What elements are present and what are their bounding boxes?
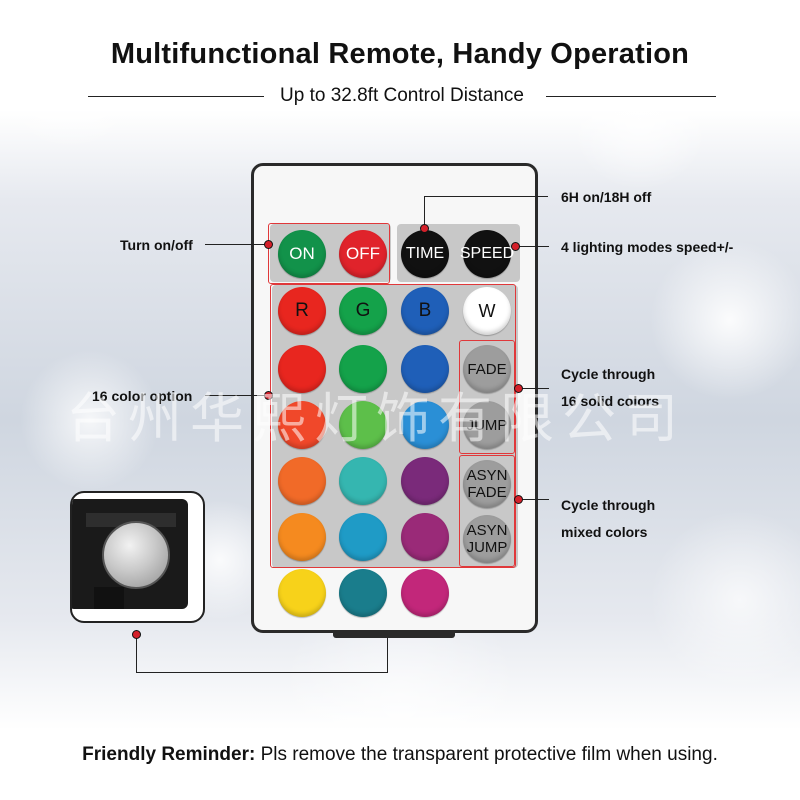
color-outline (270, 284, 516, 568)
asyn-fade-line2: FADE (467, 484, 507, 501)
asyn-jump-line2: JUMP (466, 539, 508, 556)
color-button[interactable] (339, 513, 387, 561)
solid-callout-line2: 16 solid colors (561, 393, 660, 409)
speed-callout: 4 lighting modes speed+/- (561, 239, 734, 255)
timer-callout: 6H on/18H off (561, 189, 652, 205)
page-title: Multifunctional Remote, Handy Operation (110, 38, 690, 70)
remote-battery-tab (333, 630, 455, 638)
asyn-fade-button[interactable]: ASYN FADE (463, 460, 511, 508)
speed-button[interactable]: SPEED (460, 230, 514, 278)
solid-outline (459, 340, 515, 454)
battery-tray-handle (94, 587, 124, 609)
color-button[interactable] (401, 345, 449, 393)
colors-leader (205, 395, 268, 396)
solid-leader (519, 388, 549, 389)
off-button[interactable]: OFF (339, 230, 387, 278)
blue-button[interactable]: B (401, 287, 449, 335)
jump-button[interactable]: JUMP (463, 401, 511, 449)
battery-slot (86, 513, 176, 527)
colors-callout: 16 color option (92, 388, 193, 404)
asyn-fade-line1: ASYN (466, 467, 508, 484)
battery-leader-right (387, 638, 388, 673)
mixed-leader (519, 499, 549, 500)
power-outline (268, 223, 390, 284)
speed-leader (515, 246, 549, 247)
color-button[interactable] (401, 457, 449, 505)
color-button[interactable] (401, 569, 449, 617)
color-button[interactable] (339, 345, 387, 393)
solid-callout-line1: Cycle through (561, 366, 656, 382)
mixed-dot (514, 495, 523, 504)
power-callout: Turn on/off (120, 237, 193, 253)
timer-dot (420, 224, 429, 233)
colors-dot (264, 391, 273, 400)
battery-leader-bottom (136, 672, 388, 673)
battery-dot (132, 630, 141, 639)
color-button[interactable] (278, 569, 326, 617)
on-button[interactable]: ON (278, 230, 326, 278)
color-button[interactable] (401, 401, 449, 449)
mixed-outline (459, 455, 515, 567)
color-button[interactable] (278, 513, 326, 561)
subtitle-rule-right (546, 96, 716, 97)
friendly-reminder: Friendly Reminder: Pls remove the transp… (0, 744, 800, 766)
color-button[interactable] (278, 457, 326, 505)
color-button[interactable] (278, 401, 326, 449)
color-button[interactable] (401, 513, 449, 561)
reminder-label: Friendly Reminder: (82, 744, 256, 765)
battery-leader-left (136, 635, 137, 673)
white-button[interactable]: W (463, 287, 511, 335)
solid-dot (514, 384, 523, 393)
battery-inset (70, 491, 205, 623)
power-leader (205, 244, 268, 245)
subtitle: Up to 32.8ft Control Distance (280, 85, 524, 106)
speed-dot (511, 242, 520, 251)
coin-battery-icon (102, 521, 170, 589)
timer-leader-v (424, 196, 425, 228)
color-button[interactable] (278, 345, 326, 393)
green-button[interactable]: G (339, 287, 387, 335)
asyn-jump-button[interactable]: ASYN JUMP (463, 515, 511, 563)
subtitle-rule-left (88, 96, 264, 97)
mixed-callout-line2: mixed colors (561, 524, 648, 540)
time-button[interactable]: TIME (401, 230, 449, 278)
color-button[interactable] (339, 401, 387, 449)
mixed-callout-line1: Cycle through (561, 497, 656, 513)
color-button[interactable] (339, 457, 387, 505)
watermark: 台州华熙灯饰有限公司 (66, 387, 686, 450)
power-dot (264, 240, 273, 249)
fade-button[interactable]: FADE (463, 345, 511, 393)
reminder-text: Pls remove the transparent protective fi… (255, 744, 718, 765)
color-button[interactable] (339, 569, 387, 617)
timer-leader-h (424, 196, 548, 197)
red-button[interactable]: R (278, 287, 326, 335)
asyn-jump-line1: ASYN (466, 522, 508, 539)
subtitle-line: Up to 32.8ft Control Distance (88, 84, 716, 108)
